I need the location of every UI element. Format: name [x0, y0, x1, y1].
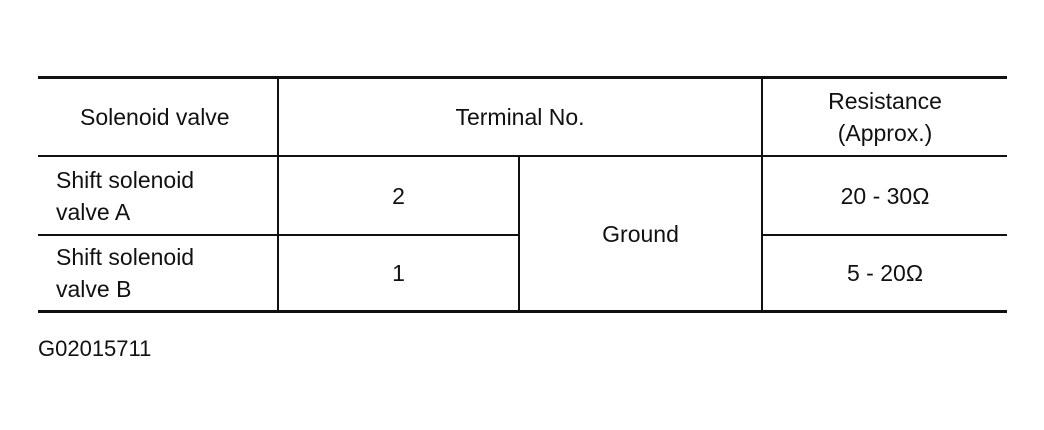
valve-name-line1: Shift solenoid [56, 166, 195, 193]
valve-name-cell: Shift solenoid valve A [38, 156, 279, 236]
terminal-cell: 2 [278, 156, 520, 236]
resistance-cell: 5 - 20Ω [762, 235, 1008, 313]
valve-name-line2: valve B [56, 276, 132, 302]
valve-name-cell: Shift solenoid valve B [38, 235, 279, 313]
valve-name-line2: valve A [56, 198, 131, 225]
terminal-cell: 1 [278, 235, 520, 313]
table-row: Shift solenoid valve B 1 5 - 20Ω [38, 235, 1008, 313]
table-row: Shift solenoid valve A 2 Ground 20 - 30Ω [38, 156, 1008, 313]
valve-name-line1: Shift solenoid [56, 244, 195, 270]
solenoid-resistance-table: Solenoid valve Terminal No. Resistance (… [38, 76, 1008, 313]
header-resistance: Resistance (Approx.) [762, 76, 1008, 157]
figure-id-caption: G02015711 [38, 336, 152, 361]
table-header-row: Solenoid valve Terminal No. Resistance (… [38, 76, 1008, 157]
header-terminal-no: Terminal No. [278, 76, 764, 157]
resistance-cell: 20 - 30Ω [762, 156, 1008, 236]
header-resistance-line2: (Approx.) [837, 120, 933, 146]
header-solenoid-valve: Solenoid valve [38, 76, 279, 157]
ground-cell: Ground [519, 156, 764, 313]
header-resistance-line1: Resistance [828, 88, 942, 114]
